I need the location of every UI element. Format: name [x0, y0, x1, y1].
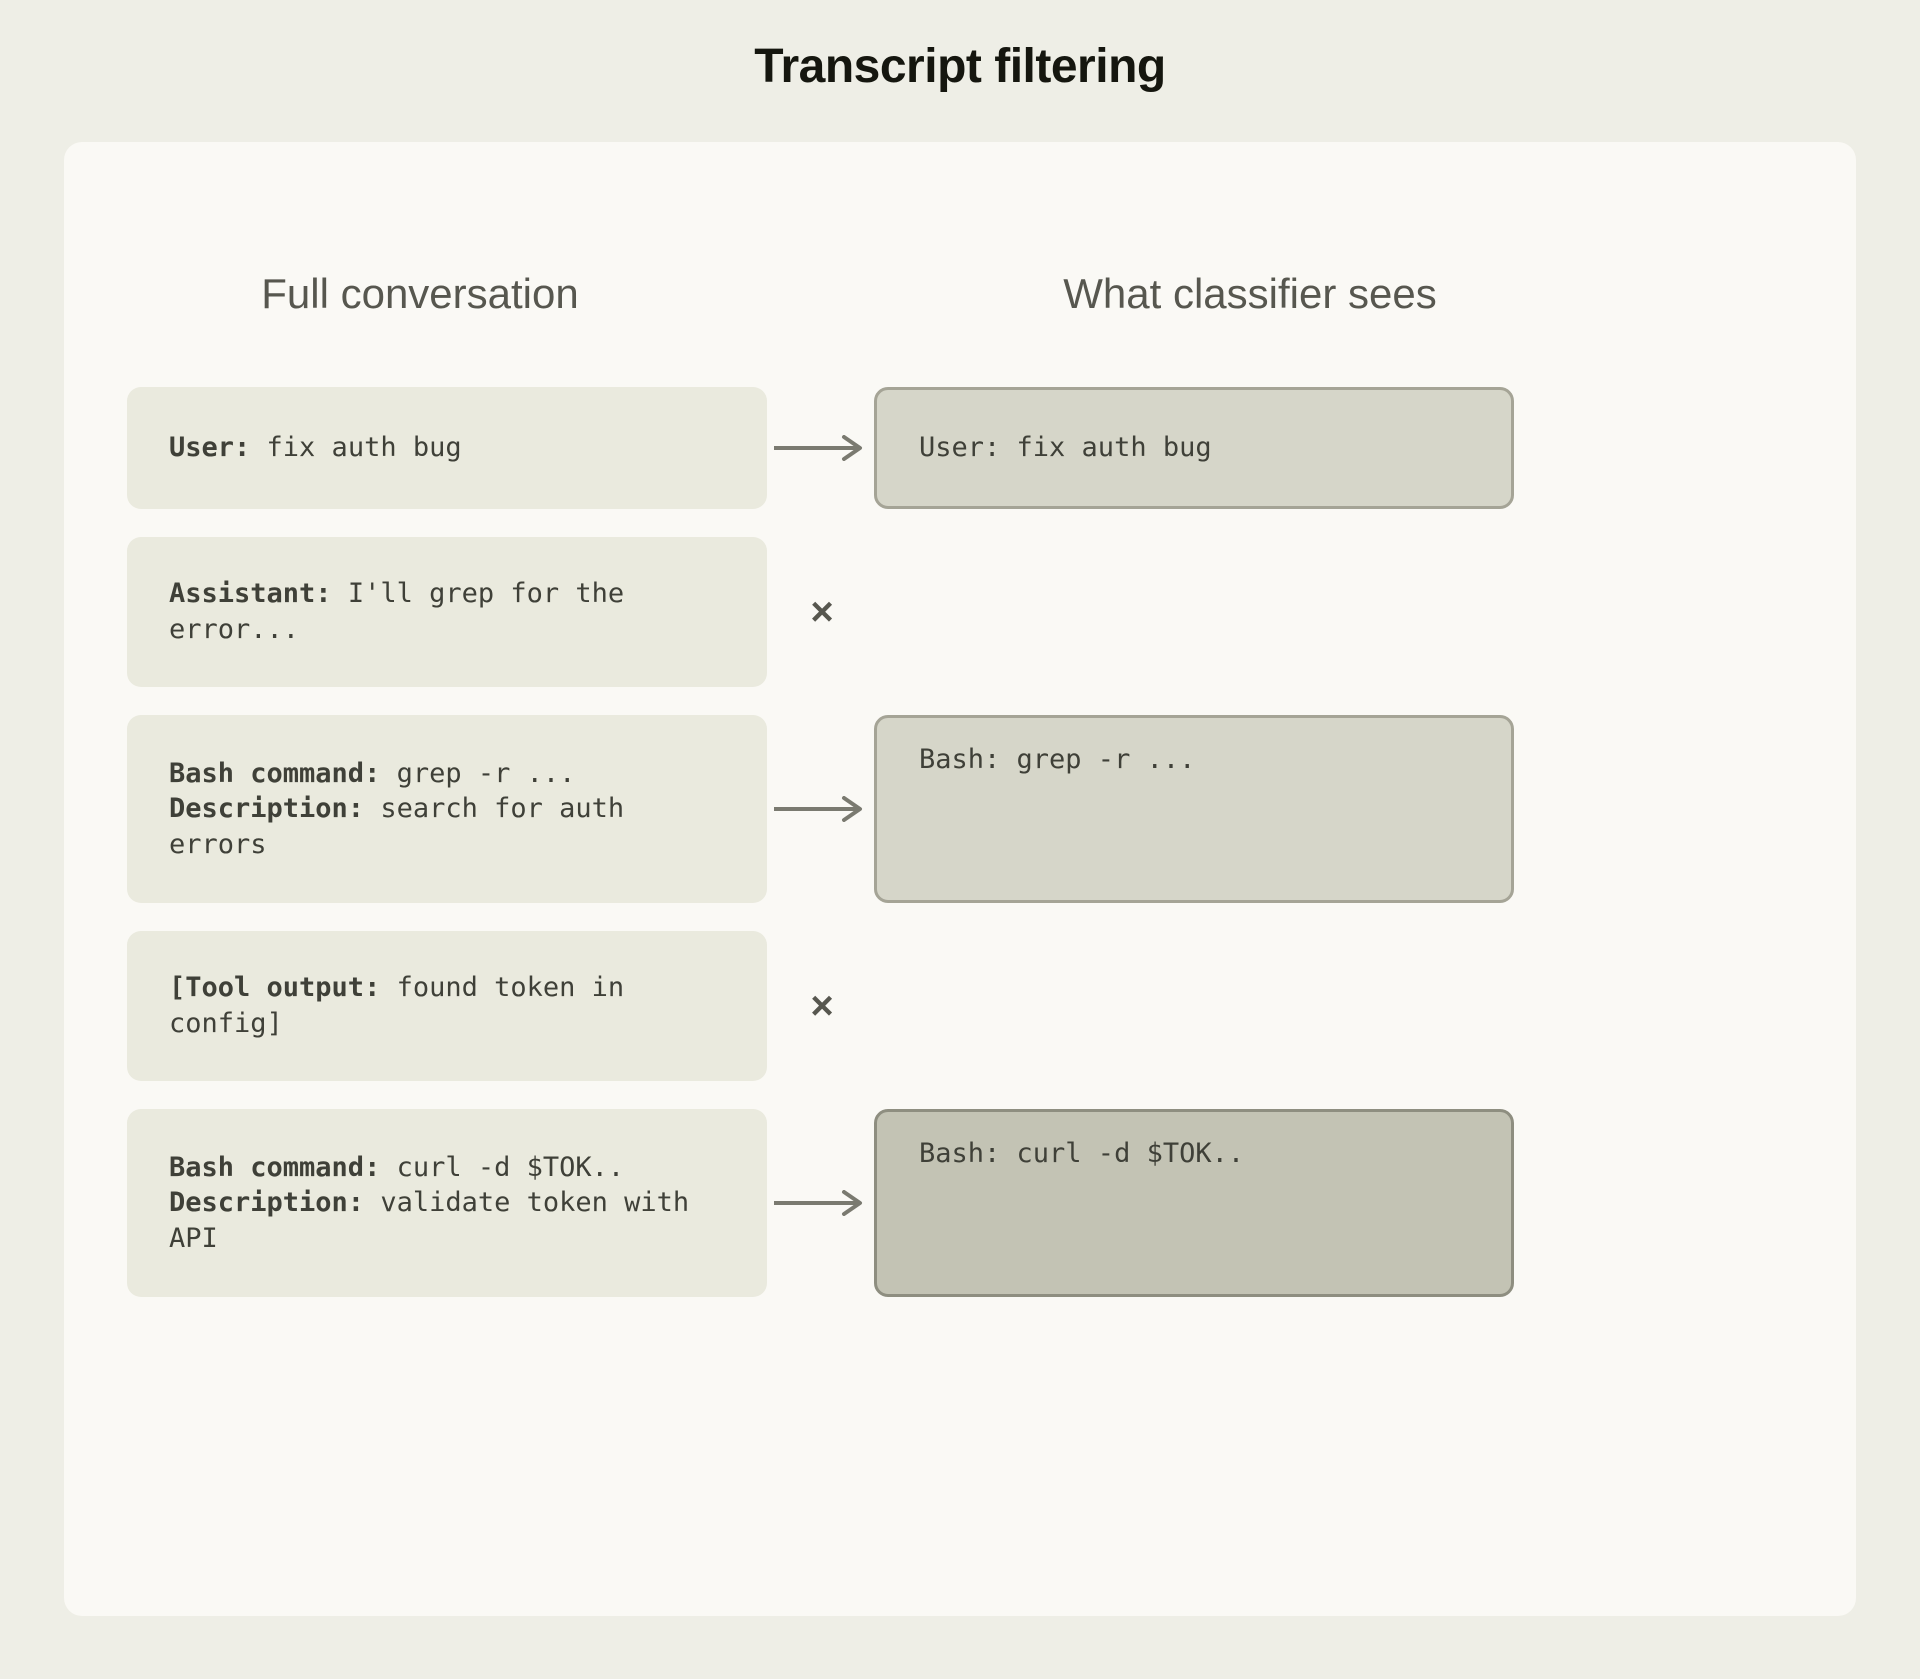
message-description: validate token with API	[169, 1187, 706, 1254]
full-conversation-card: Assistant: I'll grep for the error...	[127, 537, 767, 687]
message-body: I'll grep for the error...	[169, 578, 641, 645]
card-text: Bash command: curl -d $TOK.. Description:…	[169, 1150, 725, 1257]
message-role-label: Bash command:	[169, 757, 381, 789]
transcript-row: Bash command: curl -d $TOK.. Description:…	[64, 1109, 1856, 1297]
transcript-row: Assistant: I'll grep for the error... ×	[64, 537, 1856, 687]
classifier-text: Bash: curl -d $TOK..	[919, 1138, 1245, 1169]
classifier-view-card: Bash: grep -r ...	[874, 715, 1514, 903]
full-conversation-card: Bash command: curl -d $TOK.. Description:…	[127, 1109, 767, 1297]
message-body: found token in config]	[169, 972, 641, 1039]
classifier-text: Bash: grep -r ...	[919, 744, 1196, 775]
transcript-row: User: fix auth bug User: fix auth bug	[64, 387, 1856, 509]
card-text: Assistant: I'll grep for the error...	[169, 576, 725, 647]
arrow-right-icon	[774, 796, 862, 822]
card-text: [Tool output: found token in config]	[169, 970, 725, 1041]
message-description: search for auth errors	[169, 793, 641, 860]
classifier-view-card: User: fix auth bug	[874, 387, 1514, 509]
transcript-row: Bash command: grep -r ... Description: se…	[64, 715, 1856, 903]
connector-cross: ×	[767, 931, 877, 1081]
classifier-view-card: Bash: curl -d $TOK..	[874, 1109, 1514, 1297]
message-body: curl -d $TOK..	[380, 1151, 625, 1183]
connector-arrow	[767, 1109, 877, 1297]
message-body: fix auth bug	[250, 432, 462, 464]
row-list: User: fix auth bug User: fix auth bug As…	[64, 387, 1856, 1325]
arrow-right-icon	[774, 1190, 862, 1216]
column-headers: Full conversation What classifier sees	[64, 270, 1856, 330]
full-conversation-card: Bash command: grep -r ... Description: se…	[127, 715, 767, 903]
message-body: grep -r ...	[380, 757, 576, 789]
message-role-label: User:	[169, 432, 251, 464]
classifier-text: User: fix auth bug	[919, 432, 1212, 464]
message-description-label: Description:	[169, 1187, 365, 1219]
full-conversation-card: [Tool output: found token in config]	[127, 931, 767, 1081]
message-description-label: Description:	[169, 793, 365, 825]
transcript-row: [Tool output: found token in config] ×	[64, 931, 1856, 1081]
arrow-right-icon	[774, 435, 862, 461]
full-conversation-card: User: fix auth bug	[127, 387, 767, 509]
card-text: User: fix auth bug	[169, 430, 462, 466]
close-icon: ×	[810, 984, 834, 1028]
column-header-classifier-view: What classifier sees	[1063, 270, 1437, 317]
card-text: Bash command: grep -r ... Description: se…	[169, 756, 725, 863]
page-title: Transcript filtering	[754, 40, 1166, 93]
column-header-full-conversation: Full conversation	[261, 270, 579, 317]
diagram-panel: Full conversation What classifier sees U…	[64, 142, 1856, 1616]
connector-cross: ×	[767, 537, 877, 687]
message-role-label: [Tool output:	[169, 972, 381, 1004]
connector-arrow	[767, 387, 877, 509]
message-role-label: Assistant:	[169, 578, 332, 610]
connector-arrow	[767, 715, 877, 903]
message-role-label: Bash command:	[169, 1151, 381, 1183]
close-icon: ×	[810, 590, 834, 634]
